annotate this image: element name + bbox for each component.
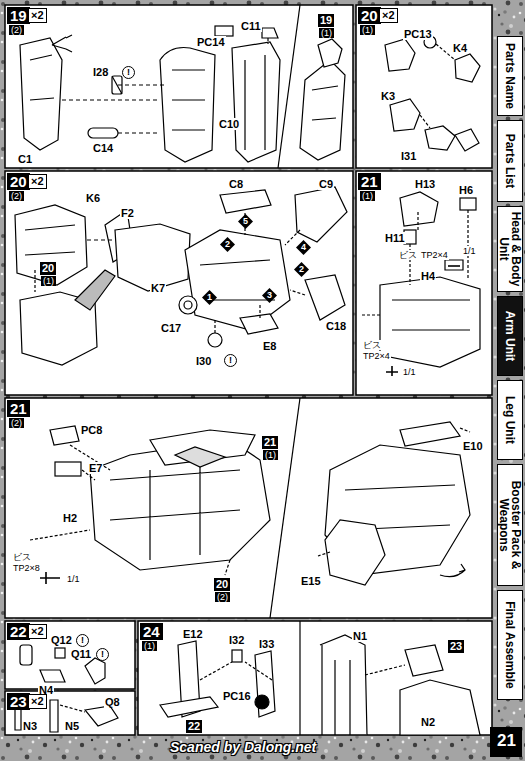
part-label: C14 — [92, 142, 114, 154]
tab-text: Booster Pack & Weapons — [498, 468, 522, 582]
caution-mark: ! — [122, 66, 135, 79]
part-label: Q11 — [70, 648, 92, 660]
sub-step: (1) — [263, 450, 278, 460]
part-label: H13 — [414, 178, 436, 190]
watermark: Scaned by Dalong.net — [170, 739, 316, 755]
part-label: N5 — [64, 720, 80, 732]
part-label: C11 — [240, 20, 262, 32]
sub-step: (2) — [9, 191, 24, 201]
screw-note: 1/1 — [66, 574, 81, 584]
step-number: 19 — [7, 7, 30, 24]
step-reference: 22 — [186, 720, 202, 733]
part-label: C9 — [318, 178, 334, 190]
quantity-box: ×2 — [28, 174, 47, 189]
step-reference: 19 — [318, 14, 334, 27]
sub-step: (2) — [215, 592, 230, 602]
section-tab: Parts Name — [497, 36, 523, 116]
screw-note: ビス — [12, 552, 32, 562]
part-label: E7 — [88, 462, 103, 474]
section-tab: Booster Pack & Weapons — [497, 464, 523, 586]
part-label: H6 — [458, 184, 474, 196]
part-label: PC14 — [196, 36, 226, 48]
step-reference: 20 — [214, 578, 230, 591]
sub-step: (1) — [319, 28, 334, 38]
part-label: E10 — [462, 440, 484, 452]
sub-step: (1) — [41, 276, 56, 286]
part-label: N3 — [22, 720, 38, 732]
part-label: PC13 — [403, 28, 433, 40]
caution-mark: ! — [224, 354, 237, 367]
step-number: 24 — [140, 623, 163, 640]
part-label: N1 — [352, 630, 368, 642]
tab-text: Final Assemble — [504, 594, 516, 696]
part-label: C8 — [228, 178, 244, 190]
part-label: K7 — [150, 282, 166, 294]
step-number: 20 — [358, 7, 381, 24]
screw-note: ビス — [398, 250, 418, 260]
part-label: Q12 — [50, 634, 73, 646]
part-label: C18 — [325, 320, 347, 332]
screw-note: ビス — [362, 340, 382, 350]
tab-text: Leg Unit — [504, 384, 516, 456]
sub-step: (1) — [360, 191, 375, 201]
section-tab: Final Assemble — [497, 590, 523, 700]
part-label: PC16 — [222, 690, 252, 702]
sub-step: (2) — [9, 25, 24, 35]
quantity-box: ×2 — [28, 624, 47, 639]
quantity-box: ×2 — [28, 8, 47, 23]
part-label: C10 — [218, 118, 240, 130]
part-label: I30 — [195, 355, 212, 367]
part-label: K3 — [380, 90, 396, 102]
section-tab: Leg Unit — [497, 380, 523, 460]
sub-step: (2) — [9, 418, 24, 428]
part-label: C1 — [17, 153, 33, 165]
page-number: 21 — [493, 729, 520, 753]
part-label: F2 — [120, 207, 135, 219]
step-number: 21 — [7, 400, 30, 417]
step-number: 20 — [7, 173, 30, 190]
sub-step: (1) — [360, 25, 375, 35]
sub-step: (1) — [142, 641, 157, 651]
part-label: I32 — [228, 634, 245, 646]
tab-text: Head & Body Unit — [498, 210, 522, 288]
part-label: E15 — [300, 575, 322, 587]
screw-note: TP2×4 — [420, 250, 449, 260]
screw-note: TP2×4 — [362, 351, 391, 361]
part-label: C17 — [160, 322, 182, 334]
tab-text: Parts List — [504, 124, 516, 198]
part-label: E12 — [182, 628, 204, 640]
step-number: 22 — [7, 623, 30, 640]
section-tab: Parts List — [497, 120, 523, 202]
part-label: E8 — [262, 340, 277, 352]
part-label: H4 — [420, 270, 436, 282]
tab-text: Parts Name — [504, 40, 516, 112]
step-number: 23 — [7, 693, 30, 710]
caution-mark: ! — [96, 648, 109, 661]
caution-mark: ! — [76, 634, 89, 647]
tab-text: Arm Unit — [504, 300, 516, 372]
screw-note: 1/1 — [402, 367, 417, 377]
part-label: I31 — [400, 150, 417, 162]
part-label: K6 — [85, 192, 101, 204]
part-label: PC8 — [80, 424, 103, 436]
screw-note: TP2×8 — [12, 563, 41, 573]
step-reference: 21 — [262, 436, 278, 449]
step-reference: 20 — [40, 262, 56, 275]
section-tab: Head & Body Unit — [497, 206, 523, 292]
part-label: I28 — [92, 66, 109, 78]
part-label: N2 — [420, 716, 436, 728]
part-label: H2 — [62, 512, 78, 524]
part-label: I33 — [258, 638, 275, 650]
part-label: K4 — [452, 42, 468, 54]
quantity-box: ×2 — [28, 694, 47, 709]
part-label: H11 — [384, 232, 406, 244]
quantity-box: ×2 — [379, 8, 398, 23]
screw-note: 1/1 — [462, 246, 477, 256]
step-number: 21 — [358, 173, 381, 190]
step-reference: 23 — [448, 640, 464, 653]
part-label: Q8 — [104, 696, 121, 708]
section-tab: Arm Unit — [497, 296, 523, 376]
